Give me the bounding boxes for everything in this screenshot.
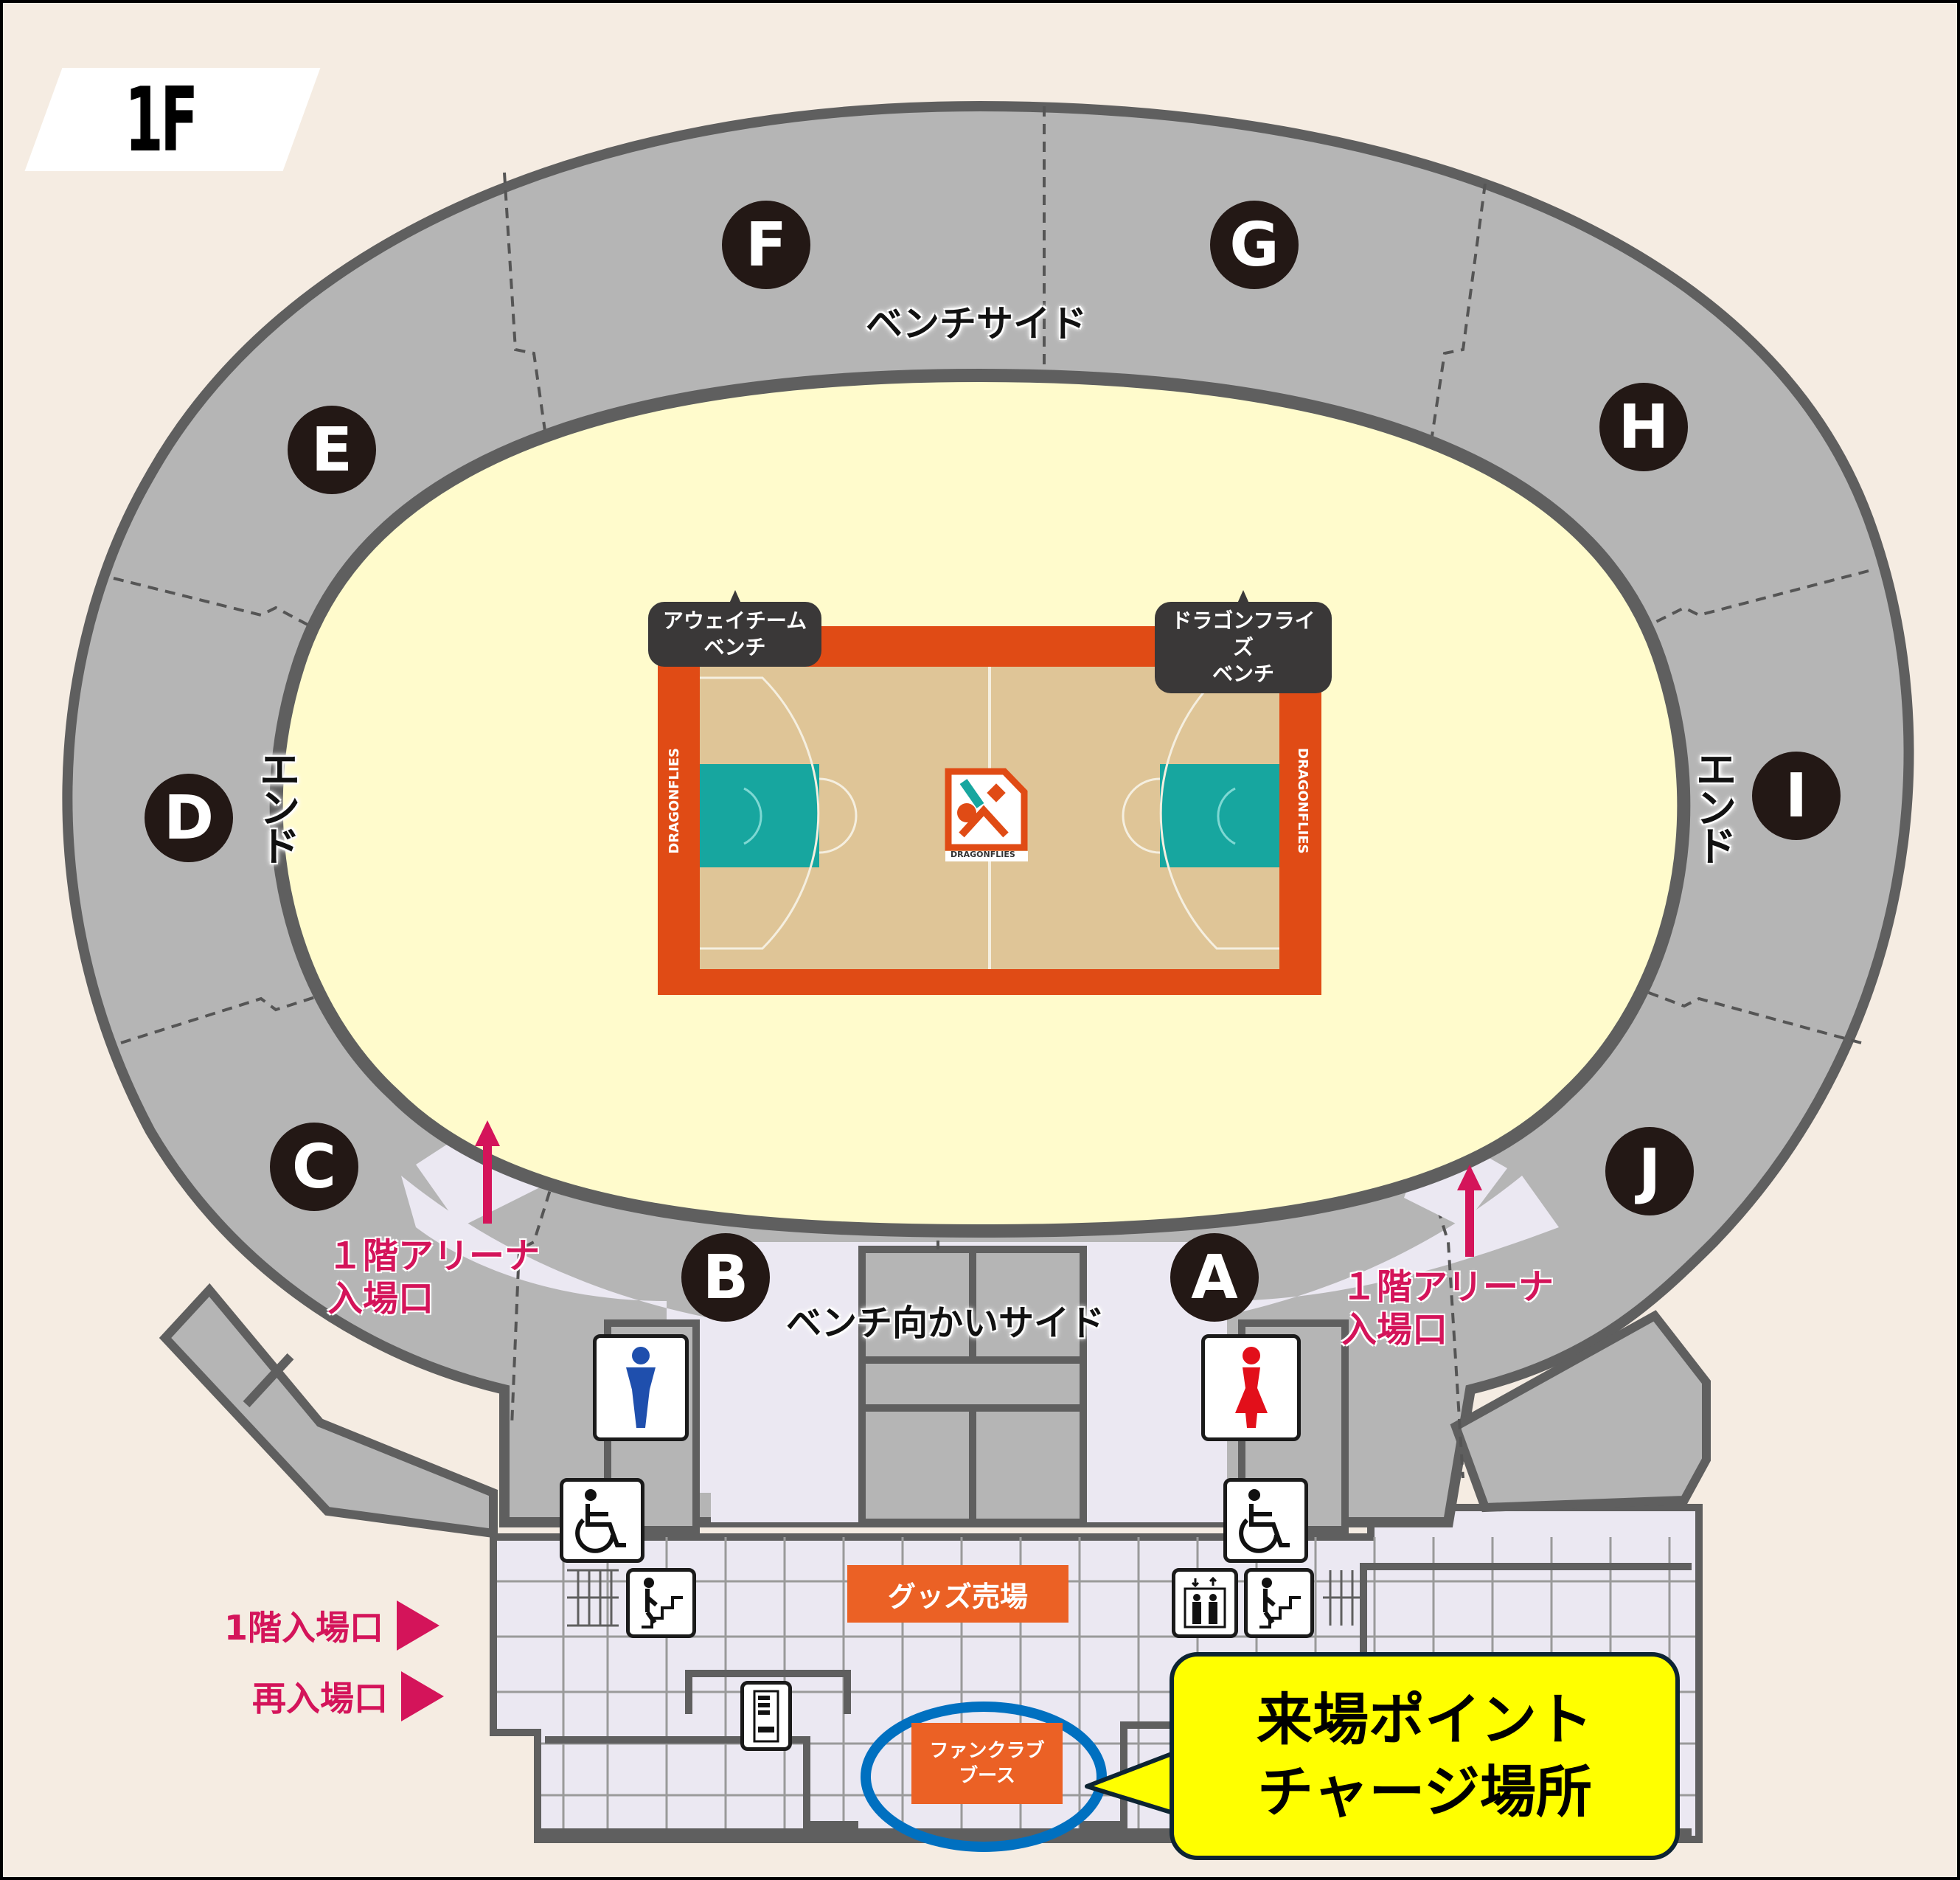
reentry-entrance[interactable]: 再入場口 — [252, 1671, 444, 1721]
center-logo-text: DRAGONFLIES — [951, 850, 1015, 859]
first-floor-entrance[interactable]: 1階入場口 — [224, 1600, 440, 1651]
mens-restroom[interactable] — [593, 1334, 689, 1441]
stairs-left[interactable] — [626, 1568, 696, 1638]
end-label-right: エンド — [1689, 748, 1737, 863]
team-logo — [945, 768, 1028, 861]
court-sideline-text-left: DRAGONFLIES — [667, 748, 682, 854]
end-label-left: エンド — [252, 748, 300, 863]
mens-restroom-icon — [626, 1347, 656, 1428]
opposite-bench-side-label: ベンチ向かいサイド — [786, 1303, 1105, 1344]
arrow-right-icon — [397, 1600, 440, 1651]
floor-label: 1F — [125, 69, 198, 172]
away-bench-line2: ベンチ — [703, 635, 766, 659]
callout-line1: 来場ポイント — [1257, 1687, 1593, 1752]
reentry-entrance-label: 再入場口 — [252, 1679, 388, 1718]
section-marker-a[interactable]: A — [1170, 1233, 1259, 1322]
home-bench-line2: ベンチ — [1212, 662, 1274, 686]
section-marker-d[interactable]: D — [145, 774, 233, 862]
arena-entrance-left[interactable]: １階アリーナ 入場口 — [327, 1235, 540, 1320]
callout-line2: チャージ場所 — [1257, 1759, 1592, 1825]
vending-machine[interactable] — [740, 1681, 792, 1751]
bench-side-label: ベンチサイド — [866, 302, 1087, 345]
point-charge-callout: 来場ポイント チャージ場所 — [1170, 1652, 1680, 1860]
accessible-restroom-left[interactable] — [560, 1478, 644, 1563]
section-marker-c[interactable]: C — [270, 1123, 358, 1211]
home-team-bench-tag: ドラゴンフライズ ベンチ — [1155, 590, 1332, 693]
goods-shop[interactable]: グッズ売場 — [847, 1565, 1068, 1623]
elevator[interactable] — [1172, 1568, 1238, 1638]
stairs-right[interactable] — [1244, 1568, 1314, 1638]
womens-restroom-icon — [1234, 1347, 1268, 1428]
arena-floor-plan — [62, 100, 1914, 1852]
court-sideline-text-right: DRAGONFLIES — [1295, 748, 1310, 854]
first-floor-entrance-label: 1階入場口 — [224, 1608, 384, 1648]
elevator-icon — [1184, 1576, 1226, 1628]
accessible-restroom-right[interactable] — [1223, 1478, 1308, 1563]
section-marker-h[interactable]: H — [1599, 383, 1688, 471]
arena-entrance-left-line1: １階アリーナ — [327, 1235, 541, 1277]
arena-entrance-right-line2: 入場口 — [1341, 1309, 1448, 1350]
away-team-bench-tag: アウェイチーム ベンチ — [648, 590, 821, 667]
section-marker-b[interactable]: B — [681, 1233, 770, 1322]
stairs-icon — [641, 1578, 683, 1628]
arena-entrance-right[interactable]: １階アリーナ 入場口 — [1341, 1266, 1554, 1351]
fanclub-booth-line2: ブース — [959, 1765, 1015, 1787]
away-bench-line1: アウェイチーム — [662, 608, 807, 633]
highlight-ring — [861, 1702, 1107, 1852]
section-marker-i[interactable]: I — [1752, 752, 1841, 840]
fanclub-booth-line1: ファンクラブ — [929, 1740, 1045, 1762]
fanclub-booth[interactable]: ファンクラブ ブース — [911, 1723, 1063, 1804]
home-bench-line1: ドラゴンフライズ — [1171, 608, 1316, 659]
womens-restroom[interactable] — [1201, 1334, 1301, 1441]
vending-machine-icon — [753, 1690, 779, 1742]
floor-map: 1F F G E H D I C J B A ベンチサイド ベンチ向かいサイド … — [3, 3, 1957, 1877]
arena-entrance-right-line1: １階アリーナ — [1341, 1266, 1554, 1308]
arena-entrance-left-line2: 入場口 — [327, 1278, 434, 1319]
section-marker-g[interactable]: G — [1210, 201, 1299, 289]
section-marker-e[interactable]: E — [288, 406, 376, 494]
stairs-icon — [1259, 1578, 1301, 1628]
section-marker-j[interactable]: J — [1605, 1127, 1694, 1215]
wheelchair-icon — [1238, 1488, 1290, 1553]
wheelchair-icon — [574, 1488, 626, 1553]
basketball-court — [658, 626, 1321, 995]
section-marker-f[interactable]: F — [722, 201, 810, 289]
arrow-right-icon — [401, 1671, 444, 1721]
